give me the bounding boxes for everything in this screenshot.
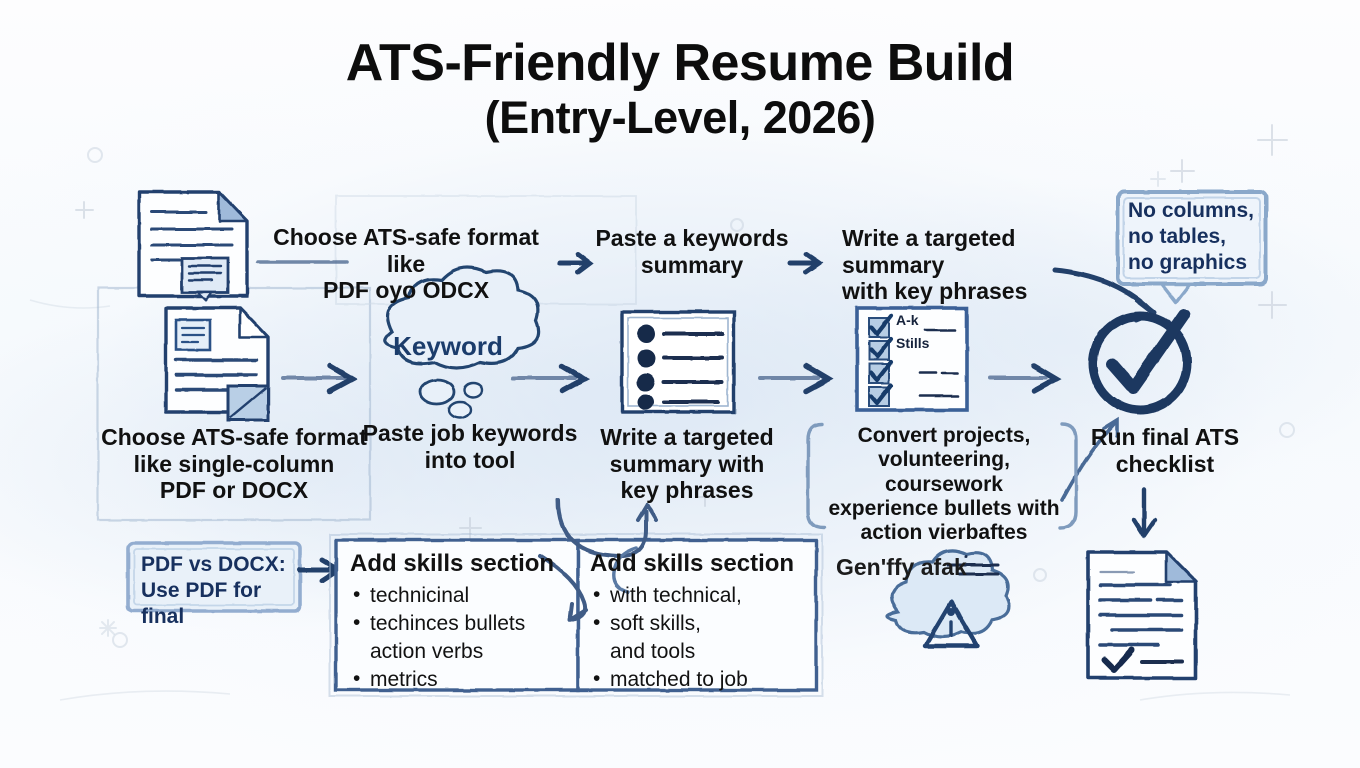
mid-step-1-line-3: PDF or DOCX	[159, 477, 309, 504]
mid-step-2-line-1: Paste job keywords	[362, 420, 578, 446]
skills-box-1-list: technicinal techinces bullets action ver…	[350, 582, 570, 693]
check-circle-art	[1088, 309, 1192, 415]
mid-step-1-label: Choose ATS-safe format like single-colum…	[96, 424, 372, 504]
bullet-list-icon-art	[620, 310, 736, 414]
skills-box-2-list: with technical, soft skills, and tools m…	[590, 582, 810, 693]
top-step-2-line-2: summary	[640, 251, 744, 278]
top-step-1-line-1: Choose ATS-safe format like	[273, 224, 539, 277]
mid-step-2-label: Paste job keywords into tool	[360, 420, 580, 473]
mid-step-3-line-2: summary with	[609, 450, 765, 477]
mid-step-4-line-4: action vierbaftes	[860, 521, 1028, 545]
mid-step-4-line-2: volunteering, coursework	[878, 448, 1010, 496]
skills-box-1-bullet-3: metrics	[353, 666, 570, 692]
title-line-1: ATS-Friendly Resume Build	[345, 34, 1015, 92]
skills-box-1-bullet-2: techinces bullets	[353, 610, 570, 636]
mid-step-3-label: Write a targeted summary with key phrase…	[592, 424, 782, 504]
mid-step-4-label: Convert projects, volunteering, coursewo…	[820, 424, 1068, 546]
garbled-cloud-label: Gen'ffy afak	[836, 554, 967, 580]
mid-step-5-label: Run final ATS checklist	[1070, 424, 1260, 477]
mid-step-5-line-1: Run final ATS	[1090, 424, 1240, 450]
callout-line-3: no graphics	[1128, 251, 1248, 275]
mid-step-1-line-2: like single-column	[133, 450, 335, 477]
top-step-3-label: Write a targeted summary with key phrase…	[842, 225, 1122, 305]
doc-top-icon-art	[137, 190, 249, 302]
no-columns-callout: No columns, no tables, no graphics	[1128, 198, 1260, 276]
checklist-item-1-label: A-k	[896, 312, 919, 328]
mid-step-4-line-3: experience bullets with	[828, 497, 1060, 521]
pdf-note-line-2: Use PDF for final	[141, 579, 262, 629]
top-step-1-label: Choose ATS-safe format like PDF oyo ODCX	[256, 224, 556, 304]
mid-step-4-line-1: Convert projects,	[857, 424, 1031, 447]
callout-line-1: No columns,	[1128, 199, 1255, 222]
top-step-3-line-1: Write a targeted summary	[842, 225, 1016, 278]
top-step-1-line-2: PDF oyo ODCX	[322, 277, 490, 304]
title-line-2: (Entry-Level, 2026)	[484, 92, 876, 144]
top-step-2-label: Paste a keywords summary	[592, 225, 792, 278]
top-step-2-line-1: Paste a keywords	[595, 225, 789, 251]
checklist-item-2-label: Stills	[896, 335, 930, 351]
skills-box-2-bullet-2-cont: and tools	[610, 640, 696, 664]
pdf-note-line-1: PDF vs DOCX:	[141, 553, 286, 576]
doc-middle-icon-art	[164, 306, 270, 422]
skills-box-1-bullet-1: technicinal	[353, 582, 570, 608]
callout-line-2: no tables,	[1128, 225, 1227, 249]
skills-box-1-heading: Add skills section	[350, 550, 555, 577]
mid-step-5-line-2: checklist	[1115, 450, 1215, 477]
doc-check-icon-art	[1086, 550, 1198, 680]
mid-step-3-line-3: key phrases	[620, 477, 754, 504]
skills-box-2-heading: Add skills section	[590, 550, 795, 577]
top-step-3-line-2: with key phrases	[842, 278, 1028, 305]
page-title: ATS-Friendly Resume Build (Entry-Level, …	[0, 36, 1360, 142]
keyword-bubble-label: Keyword	[393, 331, 503, 361]
mid-step-2-line-2: into tool	[424, 446, 516, 473]
skills-box-2-bullet-2: soft skills,	[593, 610, 810, 636]
skills-box-1-bullet-2-cont: action verbs	[370, 640, 484, 664]
mid-step-3-line-1: Write a targeted	[600, 424, 774, 450]
skills-box-2-bullet-1: with technical,	[593, 582, 810, 608]
pdf-vs-docx-note: PDF vs DOCX: Use PDF for final	[141, 552, 301, 630]
skills-box-1: Add skills section technicinal techinces…	[350, 550, 570, 693]
skills-box-2-bullet-3: matched to job	[593, 666, 810, 692]
mid-step-1-line-1: Choose ATS-safe format	[101, 424, 367, 450]
skills-box-2: Add skills section with technical, soft …	[590, 550, 810, 693]
